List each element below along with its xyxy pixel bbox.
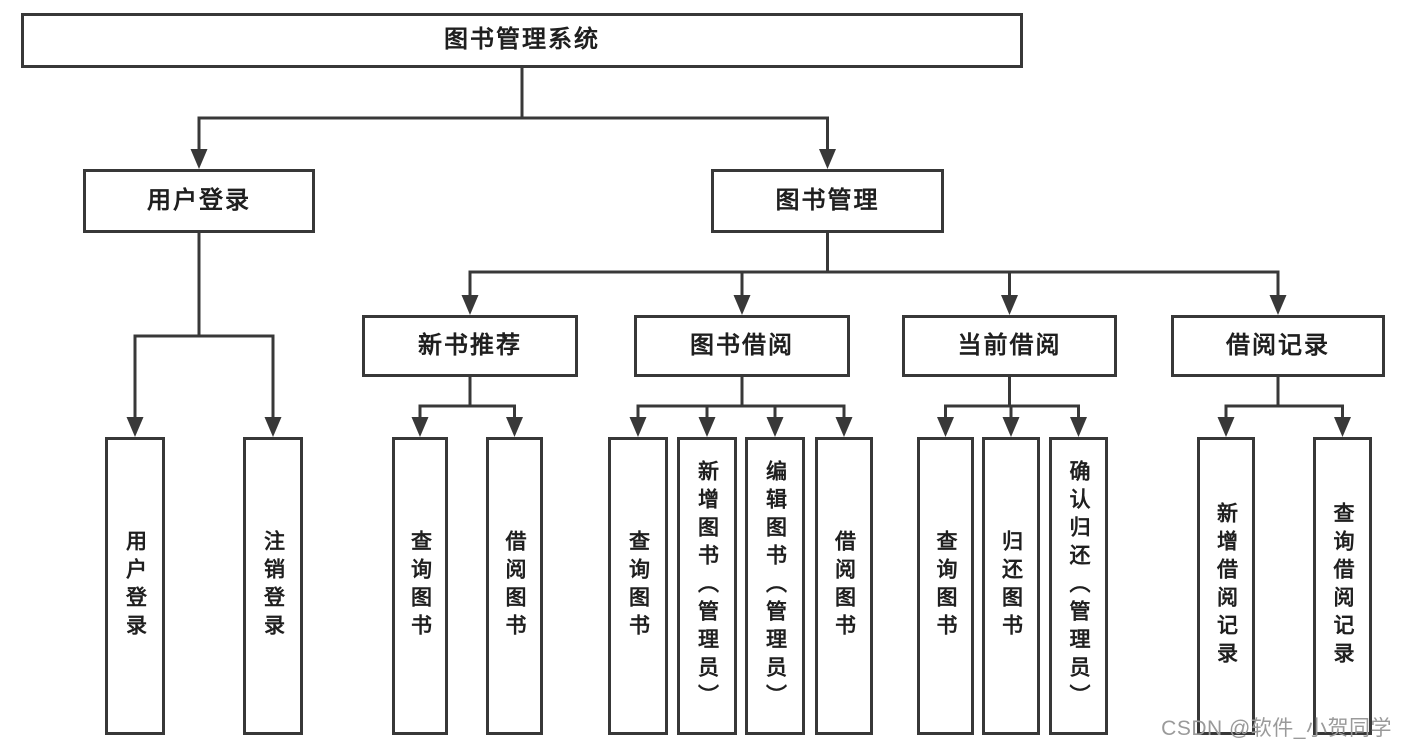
diagram-node-current: 当前借阅 (902, 315, 1117, 377)
diagram-node-cu-confirm: 确认归还（管理员） (1049, 437, 1108, 735)
diagram-node-bookmgmt: 图书管理 (711, 169, 944, 233)
diagram-node-cu-return: 归还图书 (982, 437, 1040, 735)
diagram-node-rc-query: 查询借阅记录 (1313, 437, 1372, 735)
diagram-node-records: 借阅记录 (1171, 315, 1385, 377)
connector-newbook (411, 375, 523, 437)
diagram-node-rc-add: 新增借阅记录 (1197, 437, 1255, 735)
connector-bookmgmt (461, 231, 1287, 315)
diagram-node-root: 图书管理系统 (21, 13, 1023, 68)
connector-root (190, 66, 836, 169)
connector-current (937, 375, 1087, 437)
diagram-node-login: 用户登录 (83, 169, 315, 233)
diagram-node-logout: 注销登录 (243, 437, 303, 735)
diagram-node-cu-query: 查询图书 (917, 437, 974, 735)
diagram-node-userlogin: 用户登录 (105, 437, 165, 735)
diagram-node-bw-query: 查询图书 (608, 437, 668, 735)
diagram-node-borrow: 图书借阅 (634, 315, 850, 377)
diagram-node-nb-borrow: 借阅图书 (486, 437, 543, 735)
connector-borrow (629, 375, 853, 437)
connector-login (126, 231, 282, 437)
watermark: CSDN @软件_小贺同学 (1161, 717, 1392, 740)
diagram-node-nb-query: 查询图书 (392, 437, 448, 735)
diagram-node-bw-borrow: 借阅图书 (815, 437, 873, 735)
connector-records (1217, 375, 1351, 437)
diagram-node-bw-add: 新增图书（管理员） (677, 437, 737, 735)
diagram-node-bw-edit: 编辑图书（管理员） (745, 437, 805, 735)
diagram-node-newbook: 新书推荐 (362, 315, 578, 377)
